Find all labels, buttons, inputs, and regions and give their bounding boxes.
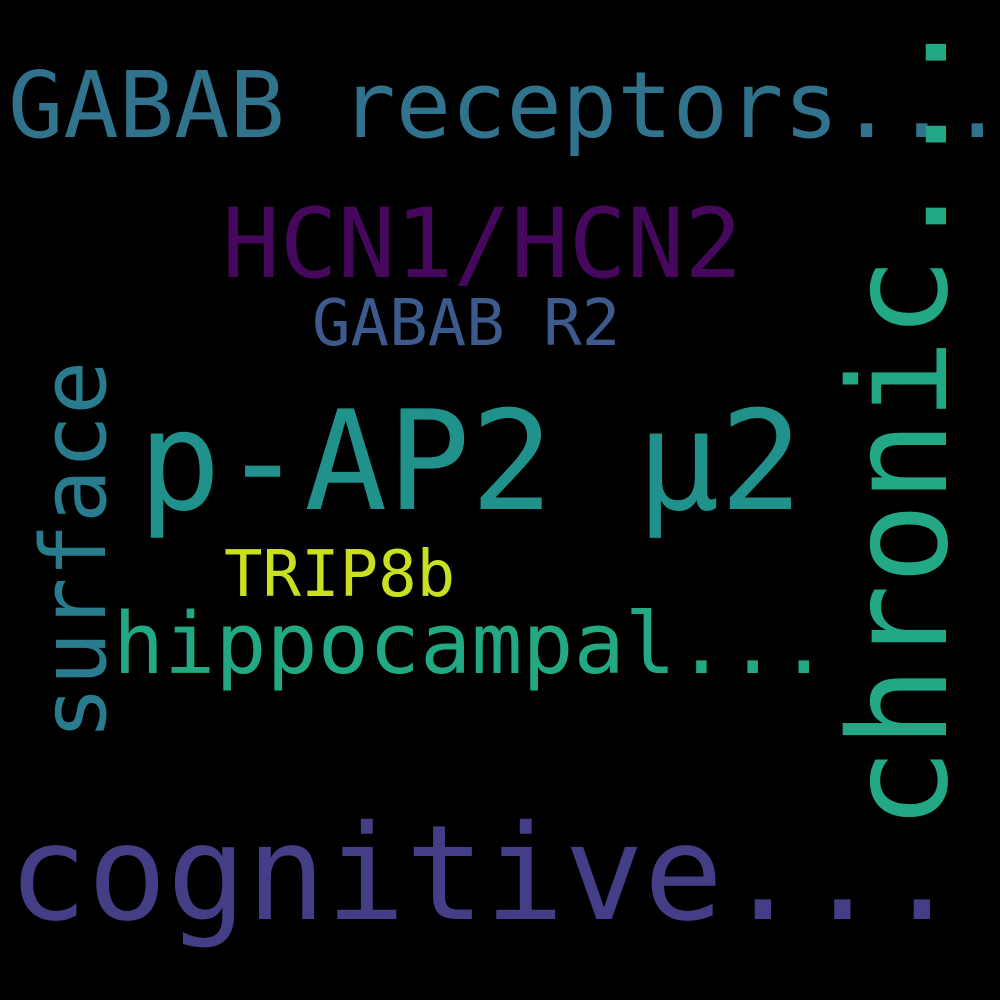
word-hippocampal: hippocampal... — [113, 595, 830, 694]
word-chronic: chronic... — [821, 11, 979, 830]
word-surface: surface — [22, 360, 127, 740]
word-gabab-r2: GABAB R2 — [312, 287, 621, 361]
word-cognitive: cognitive... — [8, 797, 962, 951]
word-gabab-receptors: GABAB receptors... — [8, 52, 1000, 159]
word-hcn1-hcn2: HCN1/HCN2 — [222, 188, 743, 300]
word-p-ap2-mu2: p-AP2 μ2 — [138, 381, 803, 542]
word-trip8b: TRIP8b — [224, 538, 456, 612]
